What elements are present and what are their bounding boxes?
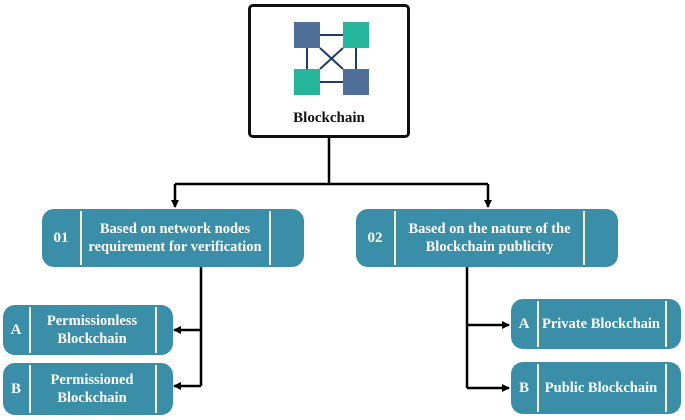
divider <box>537 364 539 412</box>
leaf-node-private: A Private Blockchain <box>511 299 681 349</box>
divider <box>29 307 31 353</box>
category-number: 02 <box>367 229 383 246</box>
leaf-node-permissioned: B Permissioned Blockchain <box>3 363 173 415</box>
leaf-node-permissionless: A Permissionless Blockchain <box>3 305 173 355</box>
divider <box>155 365 157 413</box>
divider <box>155 307 157 353</box>
leaf-label: Permissionless Blockchain <box>46 313 138 347</box>
divider <box>665 364 667 412</box>
leaf-letter: A <box>518 315 530 332</box>
root-node: Blockchain <box>248 4 410 138</box>
leaf-letter: B <box>518 379 529 396</box>
divider <box>665 301 667 347</box>
leaf-node-public: B Public Blockchain <box>511 362 681 414</box>
leaf-label: Private Blockchain <box>541 316 660 332</box>
leaf-letter: B <box>10 380 21 397</box>
leaf-label: Public Blockchain <box>544 380 658 396</box>
leaf-label: Permissioned Blockchain <box>50 372 134 406</box>
divider <box>394 211 396 265</box>
divider <box>29 365 31 413</box>
category-node-01: 01 Based on network nodes requirement fo… <box>42 209 304 267</box>
category-label: Based on the nature of the Blockchain pu… <box>408 221 571 255</box>
root-label: Blockchain <box>293 110 365 126</box>
category-node-02: 02 Based on the nature of the Blockchain… <box>356 209 618 267</box>
divider <box>80 211 82 265</box>
divider <box>583 211 585 265</box>
blockchain-network-icon <box>294 22 369 95</box>
category-number: 01 <box>53 229 69 246</box>
divider <box>269 211 271 265</box>
leaf-letter: A <box>10 321 22 338</box>
category-label: Based on network nodes requirement for v… <box>88 221 262 255</box>
divider <box>537 301 539 347</box>
